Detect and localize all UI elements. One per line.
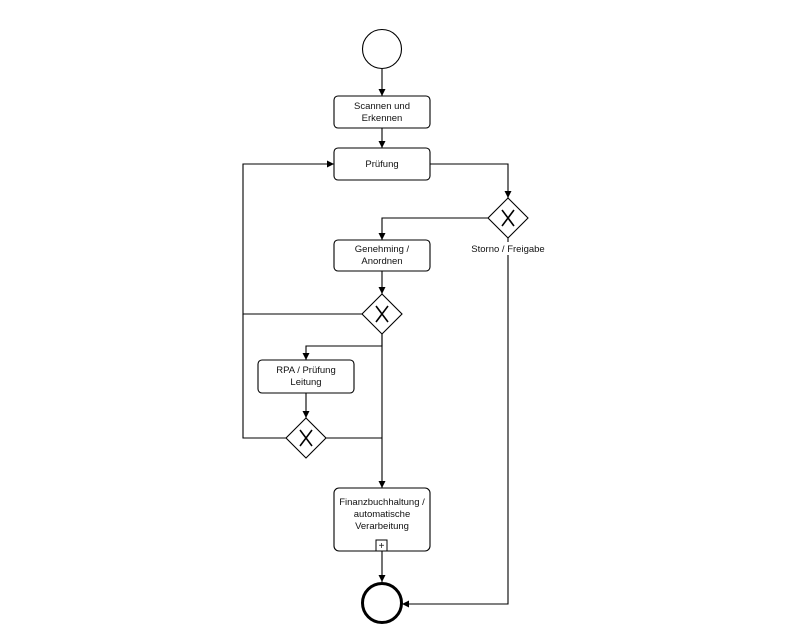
task-approve-label-line2: Anordnen [361,256,402,267]
task-scan-label-line1: Scannen und [354,101,410,112]
edge-check-to-gateway-storno [430,163,512,198]
exclusive-gateway-icon [299,429,313,447]
task-approve-order[interactable]: Genehming / Anordnen [333,239,431,272]
start-event-icon[interactable] [361,28,403,70]
task-rpa-check-lead[interactable]: RPA / Prüfung Leitung [257,359,355,394]
edge-gateway3-loop-to-check [242,314,288,439]
edge-gateway2-to-rpa [302,334,383,360]
end-event-icon[interactable] [361,582,403,624]
exclusive-gateway-icon [501,209,515,227]
subprocess-label-line2: automatische [354,509,411,520]
task-check[interactable]: Prüfung [333,147,431,181]
subprocess-finance-accounting[interactable]: Finanzbuchhaltung / automatische Verarbe… [333,487,431,552]
subprocess-label-line1: Finanzbuchhaltung / [339,497,425,508]
edge-gateway-storno-to-approve [378,217,488,240]
gateway-storno-freigabe[interactable] [487,197,529,239]
task-approve-label-line1: Genehming / [355,244,410,255]
task-rpa-label-line2: Leitung [290,377,321,388]
subprocess-marker-text: + [379,541,385,552]
task-scan-recognize[interactable]: Scannen und Erkennen [333,95,431,129]
gateway-storno-label: Storno / Freigabe [471,244,544,255]
subprocess-label-line3: Verarbeitung [355,521,409,532]
task-check-label: Prüfung [365,159,398,170]
gateway-rpa-decision[interactable] [285,417,327,459]
task-scan-label-line2: Erkennen [362,113,403,124]
subprocess-marker-icon[interactable]: + [375,539,388,552]
task-rpa-label-line1: RPA / Prüfung [276,365,336,376]
gateway-approval-decision[interactable] [361,293,403,335]
exclusive-gateway-icon [375,305,389,323]
edge-gateway2-loop-to-check [242,160,362,315]
edge-gateway-storno-to-end [402,238,509,608]
